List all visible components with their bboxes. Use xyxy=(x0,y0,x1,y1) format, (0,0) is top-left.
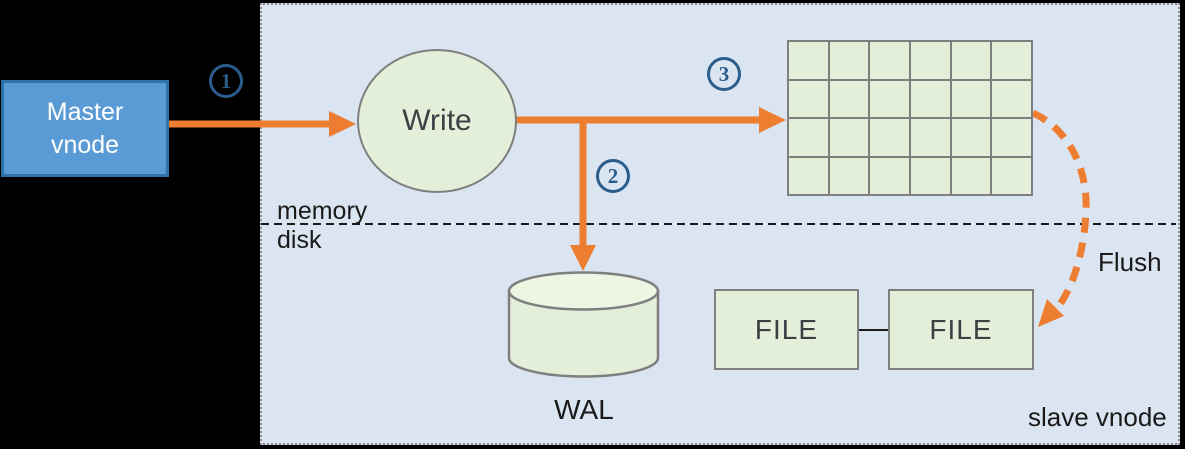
grid-cell xyxy=(829,80,869,117)
flush-label: Flush xyxy=(1098,247,1162,277)
file-label-right: FILE xyxy=(929,313,993,345)
grid-cell xyxy=(951,157,991,194)
memtable-grid xyxy=(787,40,1033,196)
step-1-badge: 1 xyxy=(209,64,243,98)
write-ellipse: Write xyxy=(357,49,517,193)
grid-cell xyxy=(911,80,950,117)
grid-cell xyxy=(870,42,909,79)
grid-cell xyxy=(829,119,869,156)
grid-cell xyxy=(789,42,828,79)
flush-arrow-head xyxy=(1038,299,1064,327)
write-label: Write xyxy=(402,104,472,137)
disk-label: disk xyxy=(277,226,322,254)
grid-cell xyxy=(911,157,950,194)
grid-cell xyxy=(951,42,991,79)
grid-cell xyxy=(870,157,909,194)
memory-label: memory xyxy=(277,197,368,225)
wal-label: WAL xyxy=(554,394,614,425)
grid-cell xyxy=(951,80,991,117)
arrow-step1-head xyxy=(329,111,356,137)
grid-cell xyxy=(870,119,909,156)
grid-cell xyxy=(992,157,1031,194)
master-vnode-box: Master vnode xyxy=(1,80,169,177)
arrow-step3-head xyxy=(759,107,786,133)
step-2-badge: 2 xyxy=(596,159,630,193)
master-vnode-label: Master vnode xyxy=(46,98,124,159)
wal-cylinder-top xyxy=(507,271,660,311)
grid-cell xyxy=(789,119,828,156)
grid-cell xyxy=(911,119,950,156)
grid-cell xyxy=(911,42,950,79)
flush-arrow-curve xyxy=(1031,109,1090,320)
grid-cell xyxy=(992,42,1031,79)
wal-cylinder-body xyxy=(507,289,660,378)
grid-cell xyxy=(992,119,1031,156)
slave-vnode-label: slave vnode xyxy=(1028,402,1167,432)
file-box-right: FILE xyxy=(888,289,1034,370)
grid-cell xyxy=(951,119,991,156)
grid-cell xyxy=(829,157,869,194)
grid-cell xyxy=(829,42,869,79)
grid-cell xyxy=(870,80,909,117)
file-label-left: FILE xyxy=(754,313,819,345)
step-3-badge: 3 xyxy=(707,57,741,91)
grid-cell xyxy=(789,157,828,194)
arrow-step2-head xyxy=(570,245,596,271)
grid-cell xyxy=(992,80,1031,117)
file-box-left: FILE xyxy=(714,289,859,370)
wal-cylinder xyxy=(507,271,660,378)
grid-cell xyxy=(789,80,828,117)
